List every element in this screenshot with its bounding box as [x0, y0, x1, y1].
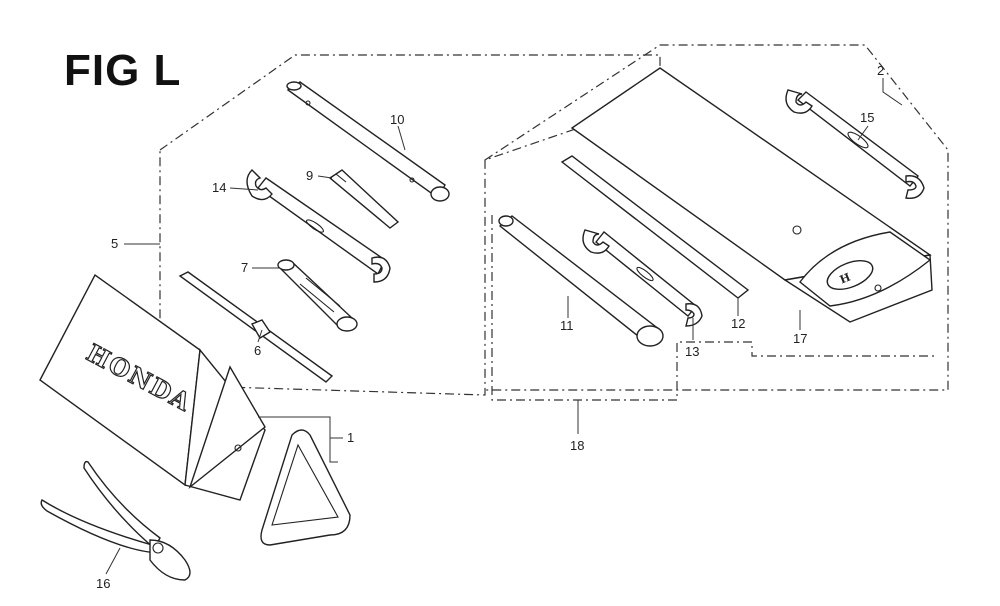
part-number-7: 7 — [241, 260, 248, 275]
svg-text:H: H — [838, 271, 853, 287]
part-number-11: 11 — [560, 318, 574, 333]
part-number-18: 18 — [570, 438, 584, 453]
screwdriver-handle-part — [277, 259, 358, 332]
box-wrench-part — [286, 81, 450, 202]
group-outline-18 — [491, 215, 935, 401]
part-number-13: 13 — [685, 344, 699, 359]
group-outline-2 — [484, 44, 949, 391]
warning-triangle-holder-part: HONDA — [39, 273, 266, 501]
screwdriver-shaft-part — [178, 271, 334, 383]
group-outline-5 — [159, 54, 661, 396]
wrench-part-13 — [582, 229, 703, 327]
part-number-12: 12 — [731, 316, 745, 331]
part-number-15: 15 — [860, 110, 874, 125]
part-number-5: 5 — [111, 236, 118, 251]
tool-bag-part: H — [570, 67, 933, 323]
rod-part — [560, 155, 750, 299]
screwdriver-bit-part — [328, 169, 400, 229]
leader-lines — [105, 78, 903, 575]
part-number-17: 17 — [793, 331, 807, 346]
part-number-2: 2 — [877, 63, 884, 78]
wrench-part-15 — [785, 89, 925, 199]
box-spanner-part — [498, 215, 664, 347]
part-number-16: 16 — [96, 576, 110, 591]
figure-title: FIG L — [64, 46, 182, 95]
pliers-part — [40, 460, 191, 581]
part-number-10: 10 — [390, 112, 404, 127]
open-end-wrench-part — [246, 169, 391, 283]
part-number-14: 14 — [212, 180, 226, 195]
part-number-6: 6 — [254, 343, 261, 358]
warning-triangle-part — [260, 429, 351, 546]
part-number-9: 9 — [306, 168, 313, 183]
part-number-1: 1 — [347, 430, 354, 445]
